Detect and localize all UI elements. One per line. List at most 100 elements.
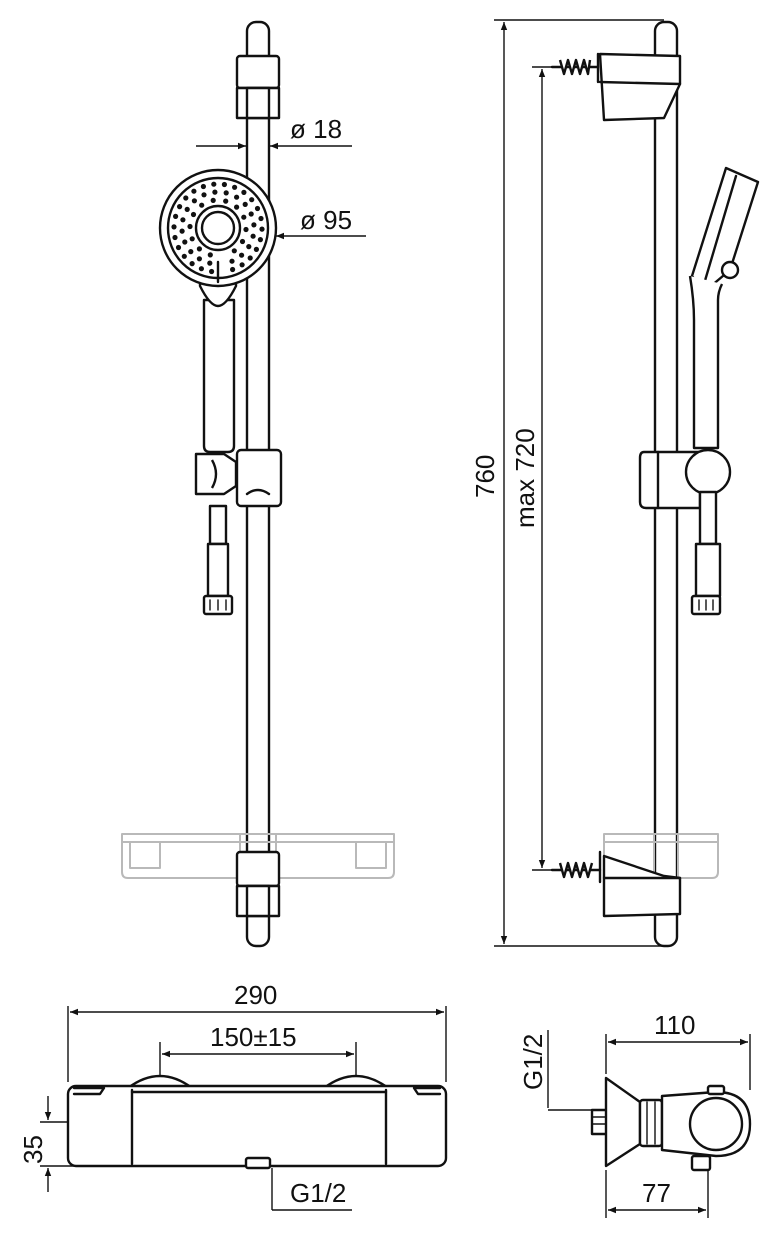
nozzle-dot (188, 249, 194, 255)
nozzle-dot (180, 217, 186, 223)
side-top-bracket (550, 52, 682, 122)
dim-rail-diameter: ø 18 (196, 114, 352, 150)
escutcheon (604, 1076, 642, 1168)
bottom-wall-plug (550, 861, 602, 879)
label-outlet-thread: G1/2 (290, 1178, 346, 1208)
nozzle-dot (190, 211, 197, 218)
nozzle-dot (199, 202, 205, 208)
nozzle-dot (249, 197, 255, 203)
dim-outlet-thread: G1/2 (271, 1168, 352, 1211)
side-view: 760 max 720 (470, 19, 760, 948)
nozzle-dot (196, 256, 202, 262)
side-bottom-bracket (550, 850, 682, 918)
nozzle-dot (239, 252, 245, 258)
dim-inlet-thread: G1/2 (518, 1030, 592, 1111)
dim-total-height: 760 (470, 19, 664, 947)
nozzle-dot (200, 183, 206, 190)
side-hand-shower (688, 166, 760, 450)
front-top-bracket (235, 54, 281, 120)
nozzle-dot (251, 222, 257, 228)
label-inlet-spacing: 150±15 (210, 1022, 297, 1052)
label-mixer-width: 290 (234, 980, 277, 1010)
nozzle-dot (209, 268, 215, 275)
front-hose (202, 504, 234, 616)
nozzle-dot (189, 261, 195, 267)
label-bracket-spacing: max 720 (510, 428, 540, 528)
nozzle-dot (250, 233, 256, 239)
nozzle-dot (172, 234, 178, 241)
nozzle-dot (247, 255, 253, 261)
nozzle-dot (189, 236, 195, 242)
nozzle-dot (201, 192, 207, 198)
nozzle-dot (259, 226, 265, 232)
nozzle-dot (198, 266, 204, 272)
nozzle-dot (239, 238, 246, 245)
nozzle-dot (223, 190, 229, 196)
mixer-side-outlet (690, 1154, 712, 1172)
label-outlet-offset: 77 (642, 1178, 671, 1208)
dim-projection: 110 (605, 1010, 751, 1090)
nozzle-dot (230, 266, 236, 273)
nozzle-dot (234, 194, 240, 200)
dim-head-diameter: ø 95 (276, 205, 366, 240)
nozzle-dot (221, 181, 227, 188)
label-rail-diameter: ø 18 (290, 114, 342, 144)
nozzle-dot (229, 258, 235, 264)
label-inlet-thread: G1/2 (518, 1034, 548, 1090)
top-wall-plug (550, 58, 600, 76)
dim-bracket-spacing: max 720 (510, 66, 552, 871)
nozzle-dot (257, 237, 263, 243)
label-total-height: 760 (470, 455, 500, 498)
shower-head-inner-ring (194, 204, 242, 252)
nozzle-dot (207, 260, 213, 266)
nozzle-dot (241, 189, 247, 195)
nozzle-dot (184, 206, 190, 212)
nozzle-dot (171, 224, 177, 230)
dim-inlet-spacing: 150±15 (159, 1022, 357, 1076)
side-hose (690, 542, 722, 616)
nozzle-dot (181, 253, 187, 259)
nozzle-dot (207, 252, 213, 258)
nozzle-dot (173, 213, 179, 219)
nozzle-dot (253, 246, 259, 252)
hand-shower (158, 168, 278, 454)
nozzle-dot (191, 188, 197, 194)
mixer-side-body (660, 1090, 752, 1158)
label-projection: 110 (654, 1010, 695, 1040)
front-bottom-bracket (235, 850, 281, 918)
nozzle-dot (212, 189, 218, 195)
nozzle-dot (241, 214, 247, 220)
nozzle-dot (231, 248, 237, 254)
coupling-nut (638, 1098, 664, 1148)
nozzle-dot (239, 262, 245, 268)
front-slider (194, 448, 283, 508)
nozzle-dot (248, 211, 254, 217)
nozzle-dot (243, 226, 249, 233)
nozzle-dot (242, 201, 248, 207)
mixer-front-view: 290 150±15 35 G1/2 (18, 980, 448, 1211)
dim-outlet-offset: 77 (605, 1170, 709, 1218)
nozzle-dot (211, 181, 217, 187)
nozzle-dot (223, 198, 229, 204)
nozzle-dot (177, 204, 183, 210)
nozzle-dot (187, 223, 193, 230)
mixer-outlet (244, 1156, 272, 1170)
nozzle-dot (175, 244, 182, 251)
mixer-body (66, 1084, 448, 1168)
nozzle-dot (179, 228, 185, 234)
nozzle-dot (254, 205, 261, 212)
dim-mixer-height: 35 (18, 1096, 246, 1192)
nozzle-dots (171, 181, 265, 275)
front-view: ø 18 ø 95 (121, 20, 395, 948)
nozzle-dot (234, 204, 240, 210)
shower-head-outer (158, 168, 278, 288)
nozzle-dot (183, 195, 189, 201)
nozzle-dot (232, 184, 238, 190)
nozzle-dot (246, 244, 252, 250)
dim-mixer-width: 290 (67, 980, 447, 1082)
nozzle-dot (196, 246, 202, 252)
nozzle-dot (210, 197, 216, 203)
nozzle-dot (191, 198, 197, 204)
nozzle-dot (182, 239, 188, 245)
